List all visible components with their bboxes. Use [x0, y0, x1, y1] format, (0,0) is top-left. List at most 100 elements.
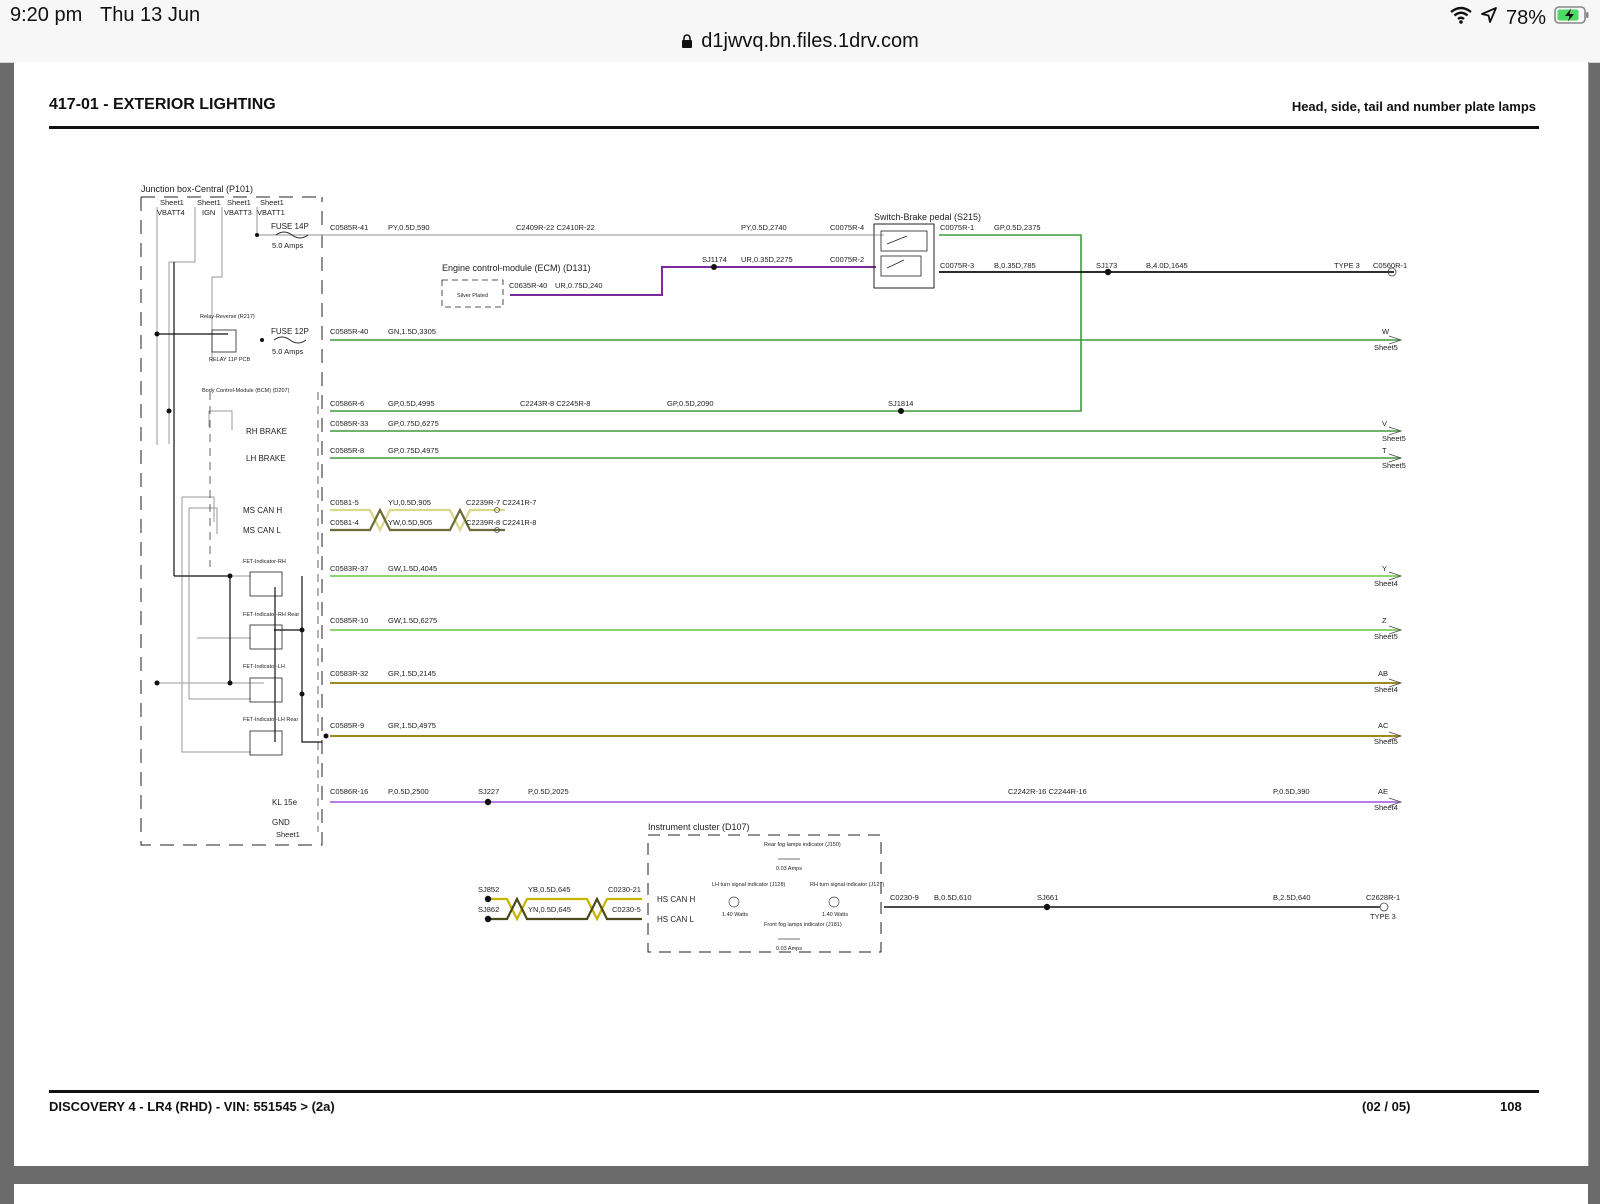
diagram-label: C2239R-8 C2241R-8: [466, 518, 536, 527]
diagram-shape: [484, 895, 492, 903]
diagram-label: UR,0.75D,240: [555, 281, 603, 290]
diagram-shape: [880, 255, 922, 277]
address-bar[interactable]: d1jwvq.bn.files.1drv.com: [0, 30, 1600, 53]
diagram-label: 0.03 Amps: [776, 946, 802, 952]
diagram-label: Sheet4: [1374, 803, 1398, 812]
diagram-label: C0230-9: [890, 893, 919, 902]
diagram-label: FET-Indicator-LH: [243, 664, 285, 670]
status-indicators: 78%: [1450, 5, 1590, 31]
diagram-label: C0585R-41: [330, 223, 368, 232]
wire-ms-can-h: [330, 508, 505, 533]
wifi-icon: [1450, 6, 1472, 30]
diagram-label: AB: [1378, 669, 1388, 678]
diagram-label: GP,0.75D,6275: [388, 419, 439, 428]
fuse-12p-symbol: [273, 336, 307, 344]
diagram-label: RH turn signal indicator (J127): [810, 882, 884, 888]
diagram-label: AC: [1378, 721, 1389, 730]
diagram-label: GP,0.5D,2090: [667, 399, 714, 408]
diagram-label: SJ1174: [702, 255, 727, 264]
diagram-label: Sheet1: [276, 830, 300, 839]
diagram-label: Sheet1: [260, 198, 284, 207]
diagram-label: 1.40 Watts: [822, 912, 848, 918]
diagram-label: TYPE 3: [1334, 261, 1360, 270]
diagram-shape: [1379, 902, 1389, 912]
diagram-label: Sheet1: [160, 198, 184, 207]
junction-box-outline: [140, 197, 323, 846]
diagram-label: SJ1814: [888, 399, 913, 408]
diagram-label: C0585R-40: [330, 327, 368, 336]
diagram-shape: [154, 331, 160, 337]
diagram-label: IGN: [202, 208, 215, 217]
diagram-shape: [274, 587, 302, 742]
diagram-label: Sheet5: [1374, 737, 1398, 746]
cluster-outline: [647, 834, 882, 953]
diagram-label: Y: [1382, 564, 1387, 573]
diagram-label: C0583R-37: [330, 564, 368, 573]
diagram-shape: [227, 573, 233, 579]
ecm-outline: [441, 279, 504, 308]
fet-rh-box: [249, 571, 283, 597]
diagram-label: C0585R-8: [330, 446, 364, 455]
diagram-shape: [711, 264, 717, 270]
diagram-label: Rear fog lamps indicator (J150): [764, 842, 841, 848]
diagram-label: MS CAN L: [243, 526, 281, 535]
diagram-label: Sheet4: [1374, 579, 1398, 588]
header-rule: [49, 126, 1539, 129]
diagram-label: C0075R-2: [830, 255, 864, 264]
diagram-label: C2628R-1: [1366, 893, 1400, 902]
diagram-shape: [1104, 268, 1112, 276]
diagram-label: GR,1.5D,4975: [388, 721, 436, 730]
diagram-label: LH turn signal indicator (J128): [712, 882, 786, 888]
diagram-label: SJ661: [1037, 893, 1058, 902]
diagram-label: C0581-5: [330, 498, 359, 507]
footer-rule: [49, 1090, 1539, 1093]
diagram-label: Instrument cluster (D107): [648, 822, 750, 832]
diagram-shape: [168, 207, 196, 444]
diagram-shape: [778, 858, 800, 940]
diagram-label: V: [1382, 419, 1387, 428]
diagram-label: MS CAN H: [243, 506, 282, 515]
diagram-label: GND: [272, 818, 290, 827]
diagram-label: Sheet1: [227, 198, 251, 207]
diagram-label: VBATT4: [157, 208, 185, 217]
diagram-label: B,0.5D,610: [934, 893, 972, 902]
diagram-shape: [494, 507, 500, 513]
diagram-label: GW,1.5D,6275: [388, 616, 437, 625]
diagram-label: C2243R-8 C2245R-8: [520, 399, 590, 408]
diagram-label: C0075R-3: [940, 261, 974, 270]
fuse-14p-symbol: [275, 231, 309, 239]
diagram-shape: [880, 230, 928, 252]
diagram-label: Sheet5: [1374, 632, 1398, 641]
diagram-shape: [260, 338, 264, 342]
battery-percent: 78%: [1505, 6, 1546, 29]
status-bar: 9:20 pm Thu 13 Jun d1jwvq.bn.files.1drv.…: [0, 0, 1600, 63]
diagram-shape: [197, 575, 251, 613]
diagram-label: C0230-5: [612, 905, 641, 914]
diagram-shape: [323, 733, 329, 739]
diagram-shape: [871, 234, 1104, 273]
diagram-shape: [211, 207, 223, 362]
diagram-label: C0075R-4: [830, 223, 864, 232]
wire-hs-can-h: [488, 897, 642, 922]
diagram-label: AE: [1378, 787, 1388, 796]
diagram-label: 1.40 Watts: [722, 912, 748, 918]
diagram-label: Sheet1: [197, 198, 221, 207]
wire-ms-can-l: [330, 507, 505, 532]
diagram-label: KL 15e: [272, 798, 298, 807]
diagram-label: C0635R-40: [509, 281, 547, 290]
diagram-label: T: [1382, 446, 1387, 455]
diagram-label: YN,0.5D,645: [528, 905, 571, 914]
diagram-label: SJ227: [478, 787, 499, 796]
diagram-label: Sheet5: [1374, 343, 1398, 352]
status-time: 9:20 pm: [10, 4, 83, 26]
diagram-label: Sheet4: [1374, 685, 1398, 694]
footer-page-number: 108: [1500, 1099, 1522, 1114]
diagram-label: HS CAN L: [657, 915, 694, 924]
wire-ur-ecm: [510, 266, 876, 296]
diagram-shape: [166, 408, 172, 414]
diagram-shape: [484, 798, 492, 806]
diagram-label: B,0.35D,785: [994, 261, 1036, 270]
diagram-label: FET-Indicator-RH: [243, 559, 286, 565]
diagram-label: C0585R-9: [330, 721, 364, 730]
diagram-label: C0075R-1: [940, 223, 974, 232]
